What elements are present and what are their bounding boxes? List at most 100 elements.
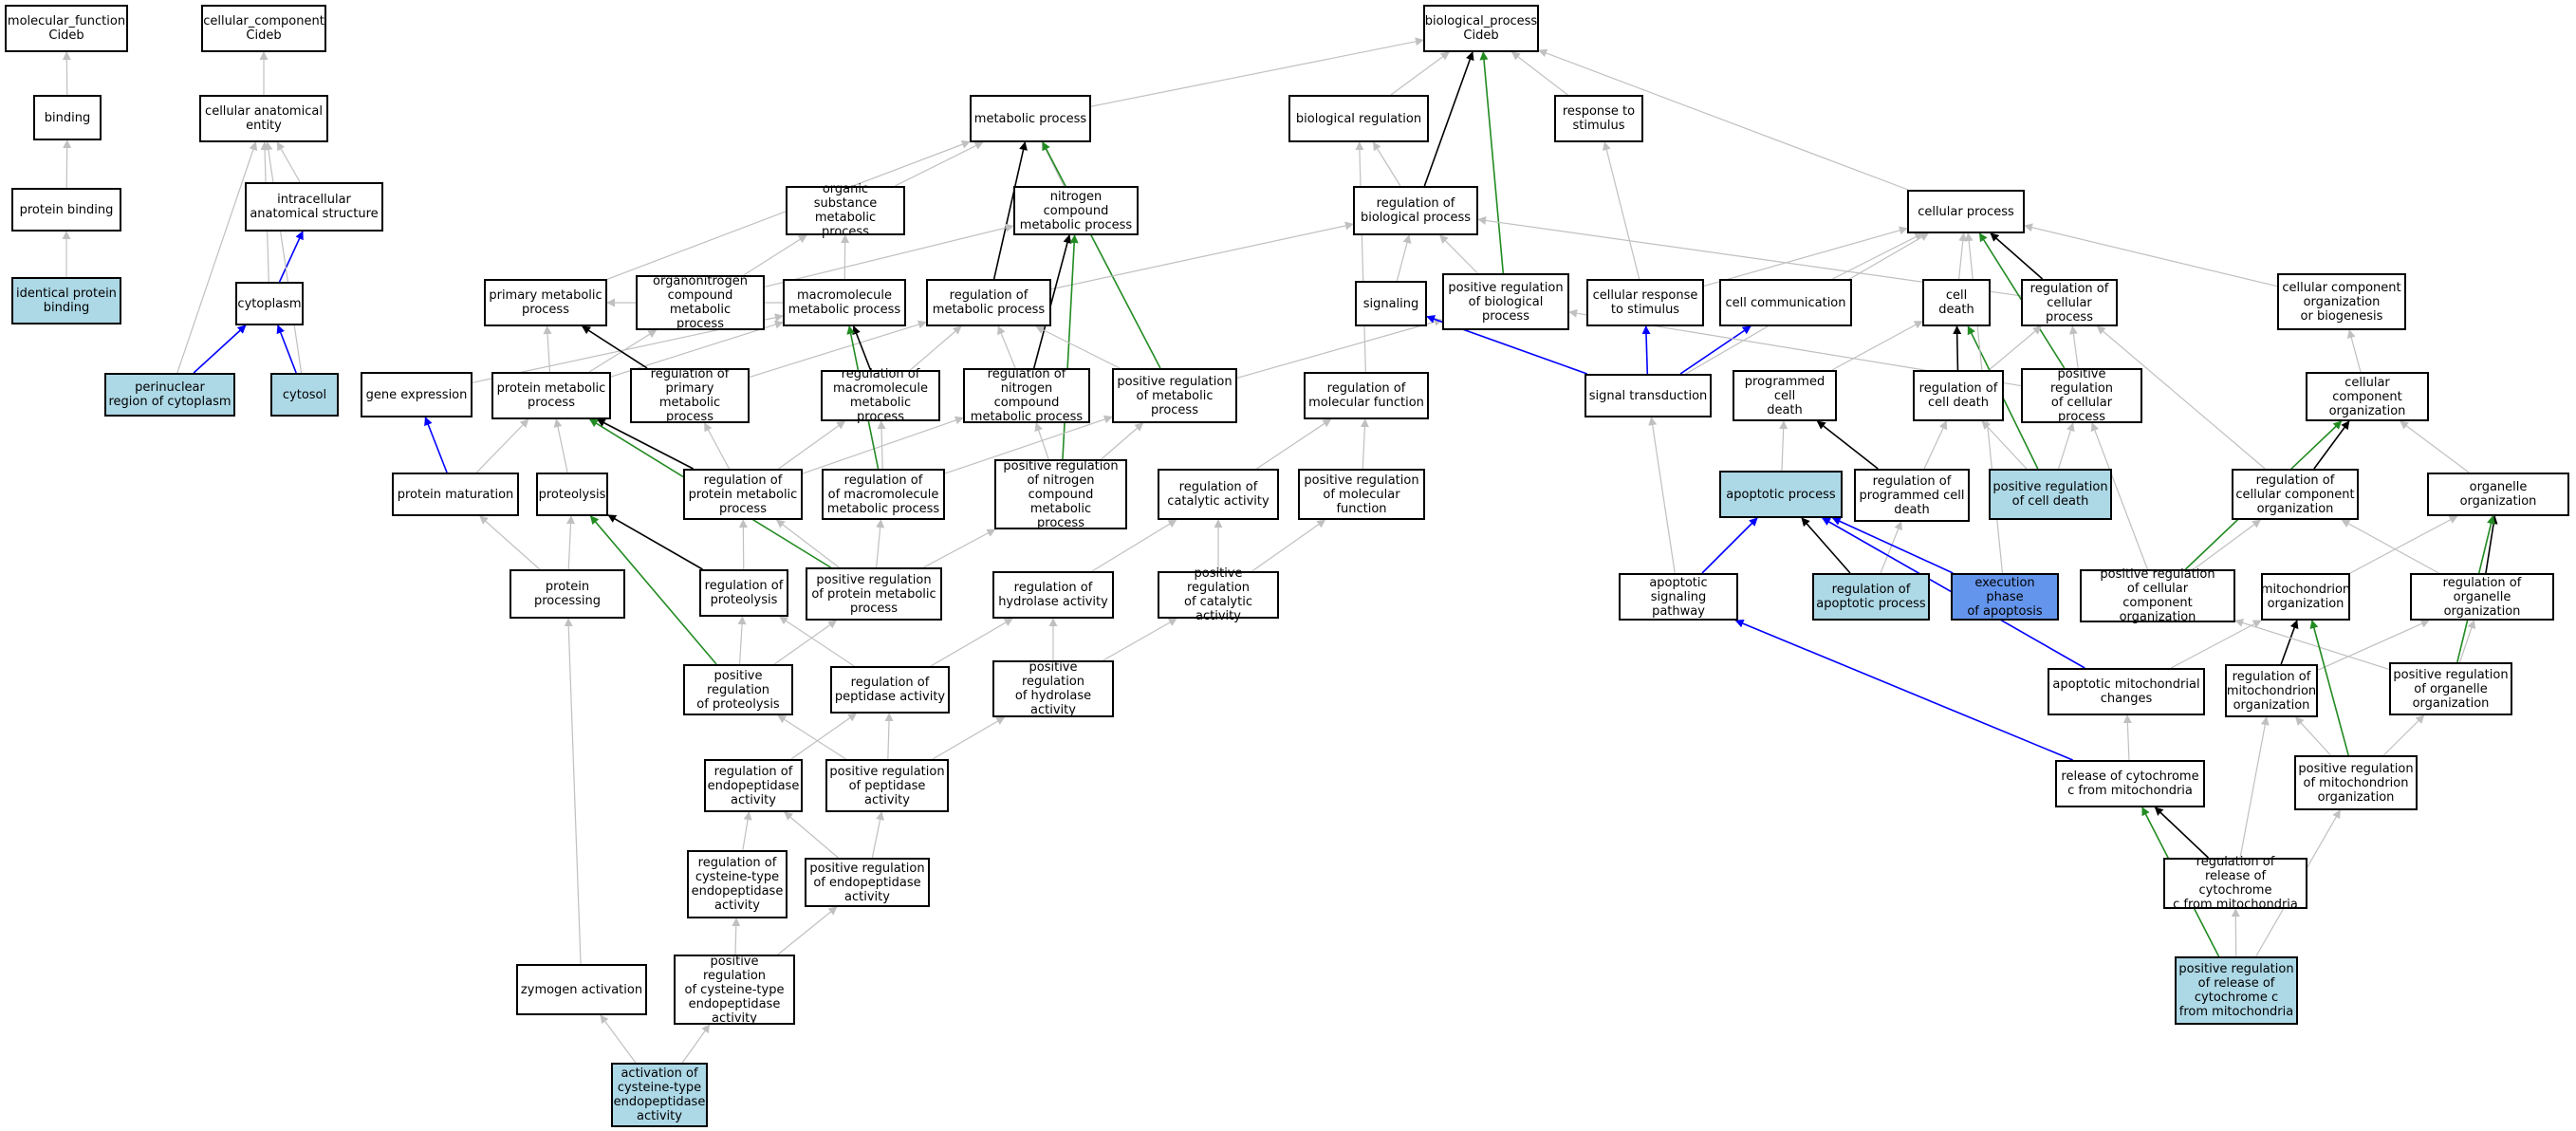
node-positive-regulation-of-cellular-process[interactable]: positive regulation of cellular process — [2021, 367, 2142, 424]
node-positive-regulation-of-catalytic-activity[interactable]: positive regulation of catalytic activit… — [1158, 566, 1279, 623]
node-apoptotic-mitochondrial-changes[interactable]: apoptotic mitochondrial changes — [2048, 668, 2205, 715]
node-signal-transduction[interactable]: signal transduction — [1585, 374, 1712, 417]
node-primary-metabolic-process[interactable]: primary metabolic process — [484, 279, 607, 326]
node-regulation-of-endopeptidase-activity[interactable]: regulation of endopeptidase activity — [704, 759, 803, 812]
edge-is-a — [923, 528, 996, 568]
node-protein-metabolic-process[interactable]: protein metabolic process — [491, 372, 611, 419]
node-regulation-of-nitrogen-compound-metabolic[interactable]: regulation of nitrogen compound metaboli… — [963, 367, 1090, 424]
edge-is-a — [1251, 519, 1326, 572]
node-regulation-of-proteolysis[interactable]: regulation of proteolysis — [699, 569, 788, 617]
node-binding[interactable]: binding — [33, 95, 102, 140]
node-mitochondrion-organization[interactable]: mitochondrion organization — [2261, 573, 2350, 621]
node-activation-of-cysteine-type-endopeptidase-activity[interactable]: activation of cysteine-type endopeptidas… — [611, 1063, 708, 1127]
edge-is-a — [1360, 418, 1369, 470]
node-positive-regulation-of-biological-process[interactable]: positive regulation of biological proces… — [1442, 273, 1569, 330]
edge-is-a — [1988, 325, 2042, 371]
node-regulation-of-cellular-component-organization[interactable]: regulation of cellular component organiz… — [2232, 469, 2359, 520]
node-zymogen-activation[interactable]: zymogen activation — [516, 964, 647, 1015]
edge-is-a — [1831, 320, 1923, 371]
node-cellular-process[interactable]: cellular process — [1907, 190, 2025, 233]
node-regulation-of-metabolic-process[interactable]: regulation of metabolic process — [926, 279, 1051, 326]
edge-is-a — [553, 418, 568, 473]
node-positive-regulation-of-molecular-function[interactable]: positive regulation of molecular functio… — [1298, 469, 1425, 520]
node-positive-regulation-of-macromolecule-metabolic[interactable]: regulation of of macromolecule metabolic… — [822, 469, 945, 520]
edge-is-a — [1510, 51, 1568, 96]
node-perinuclear-region[interactable]: perinuclear region of cytoplasm — [104, 373, 235, 417]
node-macromolecule-metabolic[interactable]: macromolecule metabolic process — [783, 279, 906, 326]
node-cellular-component-root[interactable]: cellular_component Cideb — [201, 5, 326, 52]
node-positive-regulation-of-endopeptidase-activity[interactable]: positive regulation of endopeptidase act… — [805, 858, 930, 907]
node-regulation-of-programmed-cell-death[interactable]: regulation of programmed cell death — [1854, 469, 1970, 522]
node-intracellular-anatomical-structure[interactable]: intracellular anatomical structure — [245, 182, 383, 232]
node-biological-process-root[interactable]: biological_process Cideb — [1423, 5, 1539, 52]
edge-part-of — [276, 324, 297, 374]
node-positive-regulation-of-release-of-cytochrome-c[interactable]: positive regulation of release of cytoch… — [2175, 956, 2298, 1025]
node-organic-substance-metabolic[interactable]: organic substance metabolic process — [786, 182, 905, 239]
node-positive-regulation-of-cell-death[interactable]: positive regulation of cell death — [1989, 469, 2112, 520]
node-positive-regulation-of-protein-metabolic[interactable]: positive regulation of protein metabolic… — [806, 567, 942, 621]
node-regulation-of-organelle-organization[interactable]: regulation of organelle organization — [2410, 573, 2554, 621]
node-regulation-of-release-of-cytochrome-c[interactable]: regulation of release of cytochrome c fr… — [2163, 855, 2307, 912]
node-programmed-cell-death[interactable]: programmed cell death — [1733, 370, 1837, 421]
node-regulation-of-protein-metabolic[interactable]: regulation of protein metabolic process — [683, 469, 803, 520]
node-regulation-of-peptidase-activity[interactable]: regulation of peptidase activity — [830, 666, 950, 714]
edge-is-a — [1256, 418, 1332, 470]
node-regulation-of-catalytic-activity[interactable]: regulation of catalytic activity — [1158, 469, 1279, 520]
node-regulation-of-apoptotic-process[interactable]: regulation of apoptotic process — [1812, 573, 1930, 621]
node-cellular-response-to-stimulus[interactable]: cellular response to stimulus — [1586, 279, 1704, 326]
edge-is-a — [1832, 232, 1924, 280]
node-molecular-function-root[interactable]: molecular_function Cideb — [5, 5, 128, 52]
node-proteolysis[interactable]: proteolysis — [536, 473, 608, 516]
node-regulation-of-biological-process[interactable]: regulation of biological process — [1353, 186, 1478, 235]
edge-positively-regulates — [589, 515, 717, 665]
edge-part-of — [1701, 517, 1758, 574]
node-cell-communication[interactable]: cell communication — [1719, 279, 1852, 326]
node-protein-processing[interactable]: protein processing — [510, 569, 625, 619]
node-organonitrogen-compound-metabolic[interactable]: organonitrogen compound metabolic proces… — [636, 274, 765, 331]
node-positive-regulation-of-metabolic-process[interactable]: positive regulation of metabolic process — [1112, 368, 1237, 423]
node-cytosol[interactable]: cytosol — [270, 373, 339, 417]
edge-is-a — [2170, 620, 2262, 669]
edge-is-a — [778, 420, 846, 470]
node-identical-protein-binding[interactable]: identical protein binding — [11, 277, 121, 324]
node-positive-regulation-of-peptidase-activity[interactable]: positive regulation of peptidase activit… — [825, 759, 949, 812]
node-nitrogen-compound-metabolic[interactable]: nitrogen compound metabolic process — [1013, 186, 1139, 235]
node-protein-maturation[interactable]: protein maturation — [392, 473, 519, 516]
node-execution-phase-of-apoptosis[interactable]: execution phase of apoptosis — [1951, 573, 2059, 621]
node-apoptotic-process[interactable]: apoptotic process — [1719, 471, 1843, 518]
node-cellular-component-organization[interactable]: cellular component organization — [2306, 372, 2429, 421]
node-protein-binding[interactable]: protein binding — [11, 188, 121, 232]
node-regulation-of-cysteine-type-endopeptidase-activity[interactable]: regulation of cysteine-type endopeptidas… — [687, 850, 788, 918]
node-gene-expression[interactable]: gene expression — [361, 372, 473, 417]
node-positive-regulation-of-cellular-component-organization[interactable]: positive regulation of cellular componen… — [2080, 567, 2235, 624]
node-regulation-of-hydrolase-activity[interactable]: regulation of hydrolase activity — [992, 571, 1114, 619]
node-positive-regulation-of-mitochondrion-organization[interactable]: positive regulation of mitochondrion org… — [2294, 755, 2418, 810]
node-release-of-cytochrome-c[interactable]: release of cytochrome c from mitochondri… — [2055, 760, 2205, 807]
node-cellular-component-organization-or-biogenesis[interactable]: cellular component organization or bioge… — [2277, 273, 2406, 330]
node-regulation-of-cell-death[interactable]: regulation of cell death — [1913, 370, 2004, 421]
node-cytoplasm[interactable]: cytoplasm — [235, 282, 304, 325]
node-regulation-of-molecular-function[interactable]: regulation of molecular function — [1304, 372, 1429, 419]
node-biological-regulation[interactable]: biological regulation — [1288, 95, 1429, 142]
node-organelle-organization[interactable]: organelle organization — [2427, 473, 2569, 516]
node-response-to-stimulus[interactable]: response to stimulus — [1554, 95, 1643, 142]
node-regulation-of-mitochondrion-organization[interactable]: regulation of mitochondrion organization — [2225, 664, 2318, 717]
edge-part-of — [193, 324, 247, 374]
node-regulation-of-macromolecule-metabolic[interactable]: regulation of macromolecule metabolic pr… — [821, 367, 940, 424]
node-metabolic-process[interactable]: metabolic process — [970, 95, 1091, 142]
node-positive-regulation-of-nitrogen-compound-metabolic[interactable]: positive regulation of nitrogen compound… — [994, 459, 1127, 530]
node-apoptotic-signaling-pathway[interactable]: apoptotic signaling pathway — [1619, 573, 1738, 621]
node-positive-regulation-of-organelle-organization[interactable]: positive regulation of organelle organiz… — [2389, 662, 2512, 715]
edge-is-a — [2193, 519, 2262, 570]
node-positive-regulation-of-hydrolase-activity[interactable]: positive regulation of hydrolase activit… — [992, 660, 1114, 717]
node-regulation-of-primary-metabolic[interactable]: regulation of primary metabolic process — [630, 367, 750, 424]
edge-is-a — [2400, 420, 2470, 473]
node-cell-death[interactable]: cell death — [1922, 279, 1991, 326]
edge-is-a — [997, 325, 1016, 369]
node-cellular-anatomical-entity[interactable]: cellular anatomical entity — [199, 95, 328, 142]
node-positive-regulation-of-cysteine-type-endopeptidase-activity[interactable]: positive regulation of cysteine-type end… — [674, 955, 795, 1026]
edge-is-a — [1538, 48, 1909, 191]
node-positive-regulation-of-proteolysis[interactable]: positive regulation of proteolysis — [683, 664, 793, 715]
node-signaling[interactable]: signaling — [1355, 281, 1427, 326]
node-regulation-of-cellular-process[interactable]: regulation of cellular process — [2021, 279, 2118, 326]
